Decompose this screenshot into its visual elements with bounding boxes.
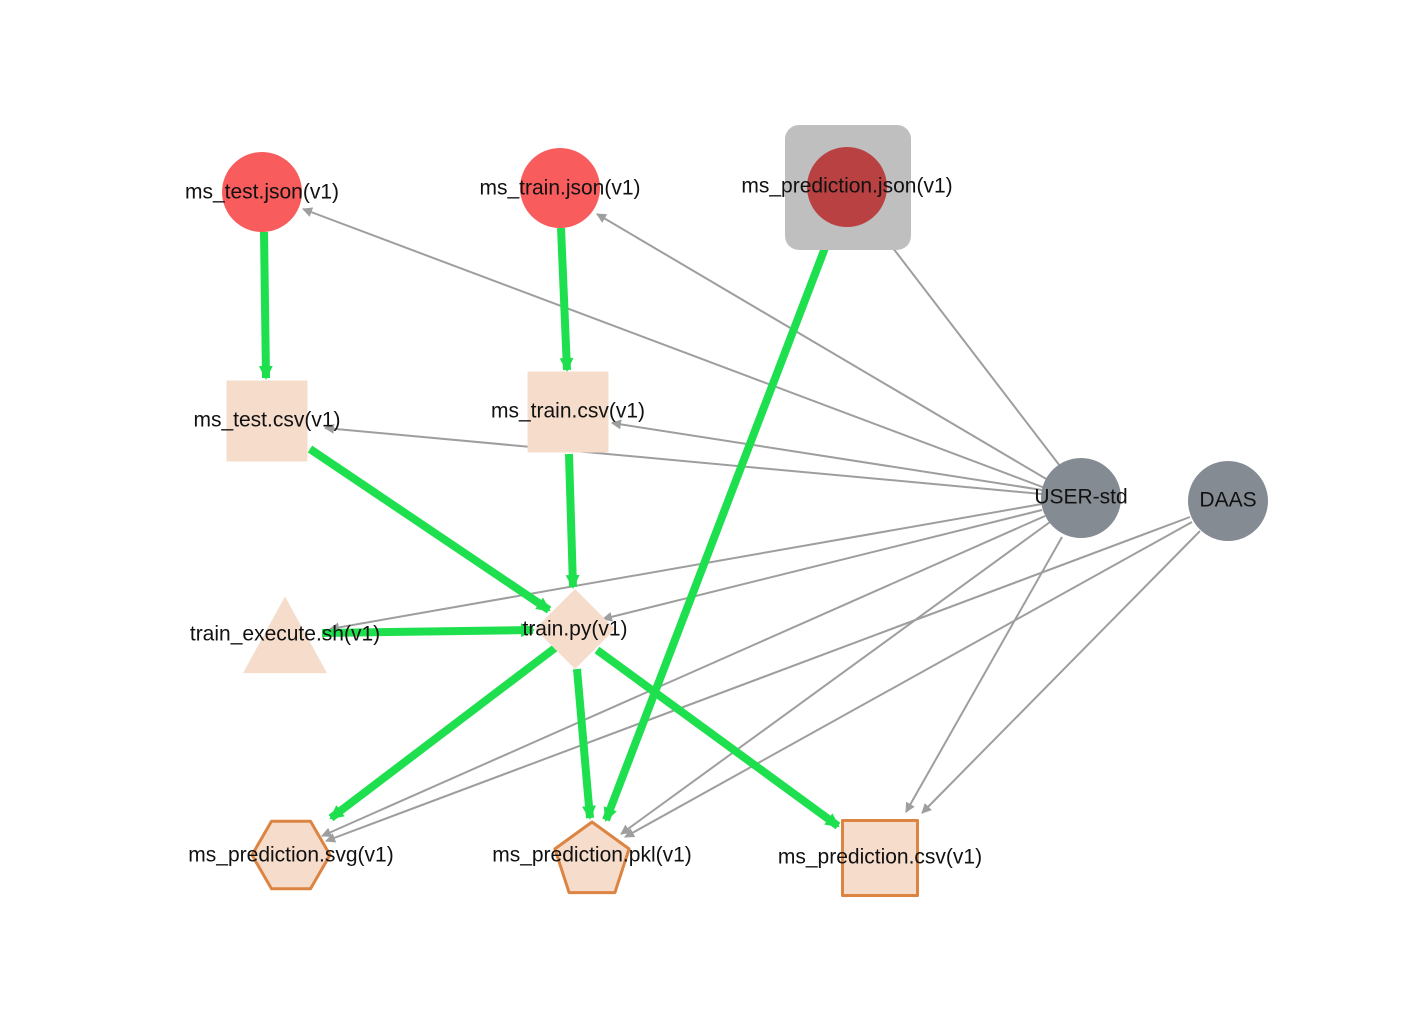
circle-shape xyxy=(222,152,302,232)
edge-lineage-train-execute-sh-to-train-py[interactable] xyxy=(321,623,535,638)
node-label-ms-prediction-csv: ms_prediction.csv(v1) xyxy=(778,846,982,869)
edge-lineage-train-py-to-ms-prediction-pkl[interactable] xyxy=(573,668,596,820)
edge-ownership-daas-to-ms-prediction-csv[interactable] xyxy=(921,530,1201,814)
triangle-shape xyxy=(243,596,327,674)
edge-lineage-ms-test-csv-to-train-py[interactable] xyxy=(307,445,552,614)
square-shape xyxy=(527,371,609,453)
node-ms-test-json[interactable] xyxy=(222,152,302,232)
edge-lineage-train-py-to-ms-prediction-svg[interactable] xyxy=(328,644,558,822)
edge-ownership-user-std-to-ms-prediction-svg[interactable] xyxy=(321,515,1046,837)
edge-ownership-user-std-to-ms-prediction-json[interactable] xyxy=(872,221,1061,467)
node-label-ms-prediction-json: ms_prediction.json(v1) xyxy=(741,175,952,198)
edge-ownership-user-std-to-ms-test-json[interactable] xyxy=(302,207,1046,489)
node-label-ms-prediction-svg: ms_prediction.svg(v1) xyxy=(188,844,393,867)
edge-ownership-user-std-to-train-py[interactable] xyxy=(602,509,1043,622)
circle-shape xyxy=(1041,458,1121,538)
node-label-daas: DAAS xyxy=(1199,489,1256,512)
node-label-ms-prediction-pkl: ms_prediction.pkl(v1) xyxy=(492,844,692,867)
hexagon-shape xyxy=(250,819,332,891)
pentagon-shape xyxy=(553,820,631,895)
edge-ownership-daas-to-ms-prediction-pkl[interactable] xyxy=(624,521,1193,838)
node-label-train-execute-sh: train_execute.sh(v1) xyxy=(190,623,380,646)
node-daas[interactable] xyxy=(1188,461,1268,541)
node-label-train-py: train.py(v1) xyxy=(522,618,627,641)
edge-ownership-user-std-to-ms-prediction-csv[interactable] xyxy=(905,536,1063,813)
nodes-layer xyxy=(222,125,1268,897)
edge-ownership-user-std-to-ms-train-csv[interactable] xyxy=(611,419,1043,491)
node-label-ms-test-json: ms_test.json(v1) xyxy=(185,181,339,204)
node-label-ms-test-csv: ms_test.csv(v1) xyxy=(193,409,340,432)
node-ms-prediction-json[interactable] xyxy=(785,125,911,250)
node-label-ms-train-csv: ms_train.csv(v1) xyxy=(491,400,645,423)
diamond-shape xyxy=(535,589,615,669)
node-user-std[interactable] xyxy=(1041,458,1121,538)
node-train-execute-sh[interactable] xyxy=(243,596,327,674)
edge-ownership-user-std-to-train-execute-sh[interactable] xyxy=(329,503,1043,633)
edge-ownership-user-std-to-ms-train-json[interactable] xyxy=(596,213,1049,481)
square-shape xyxy=(841,819,919,897)
square-shape xyxy=(226,380,308,462)
node-label-user-std: USER-std xyxy=(1034,486,1127,509)
edge-lineage-ms-train-csv-to-train-py[interactable] xyxy=(565,453,580,589)
edge-lineage-ms-train-json-to-ms-train-csv[interactable] xyxy=(557,227,574,372)
edge-ownership-user-std-to-ms-prediction-pkl[interactable] xyxy=(620,521,1051,835)
node-ms-test-csv[interactable] xyxy=(226,380,308,462)
node-ms-prediction-pkl[interactable] xyxy=(553,820,631,895)
node-ms-prediction-svg[interactable] xyxy=(250,819,332,891)
circle-shape xyxy=(807,147,887,227)
edge-lineage-ms-prediction-json-to-ms-prediction-pkl[interactable] xyxy=(602,225,837,822)
labels-layer: ms_test.json(v1) ms_train.json(v1) ms_pred… xyxy=(185,175,1257,869)
node-label-ms-train-json: ms_train.json(v1) xyxy=(479,177,640,200)
edge-ownership-user-std-to-ms-test-csv[interactable] xyxy=(324,423,1043,495)
circle-shape xyxy=(1188,461,1268,541)
node-train-py[interactable] xyxy=(535,589,615,669)
node-ms-train-csv[interactable] xyxy=(527,371,609,453)
node-ms-prediction-csv[interactable] xyxy=(841,819,919,897)
node-ms-train-json[interactable] xyxy=(520,148,600,228)
edge-lineage-train-py-to-ms-prediction-csv[interactable] xyxy=(594,646,841,830)
edge-lineage-ms-test-json-to-ms-test-csv[interactable] xyxy=(258,231,273,380)
edges-layer xyxy=(258,207,1201,843)
edge-ownership-daas-to-ms-prediction-svg[interactable] xyxy=(325,516,1191,843)
circle-shape xyxy=(520,148,600,228)
